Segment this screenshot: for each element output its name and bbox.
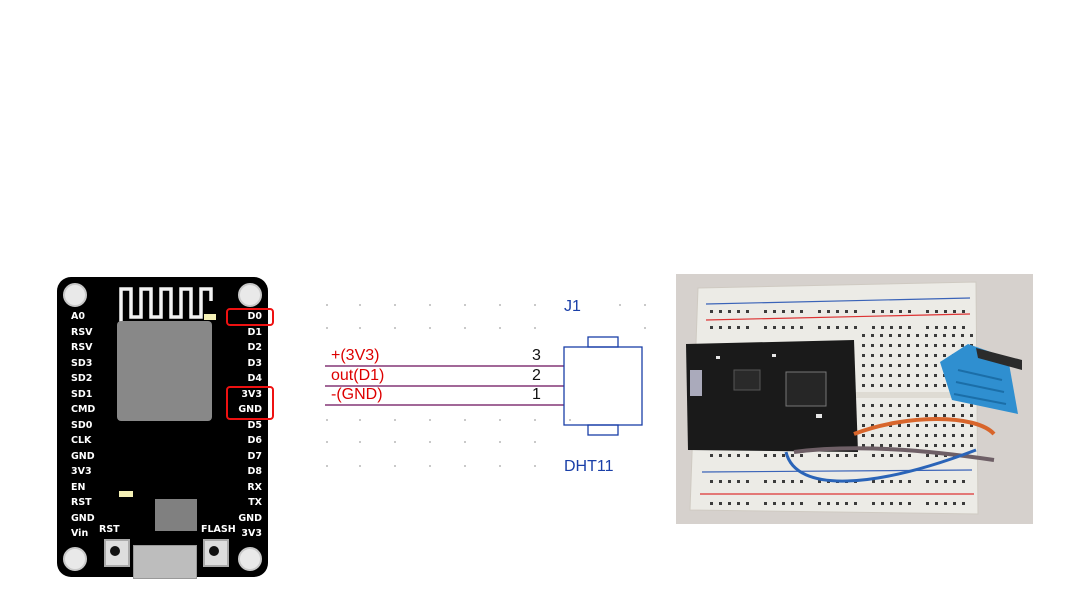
pin-highlight-3v3-gnd xyxy=(226,386,274,420)
pin-highlight-d0 xyxy=(226,308,274,326)
right-pin-label: D0 xyxy=(247,311,263,322)
right-pin-label: 3V3 xyxy=(241,388,262,400)
pin-number-2: 2 xyxy=(532,367,541,384)
dht11-tab-bottom xyxy=(587,424,619,436)
left-pin-label: SD0 xyxy=(71,419,93,431)
right-pin-label: D7 xyxy=(247,450,263,462)
left-pin-label: SD2 xyxy=(71,373,93,384)
left-pin-label: SD1 xyxy=(71,388,93,400)
dht11-tab-top xyxy=(587,336,619,348)
left-pin-label: RST xyxy=(71,497,92,508)
left-pin-label: CLK xyxy=(71,435,92,446)
right-pin-label: TX xyxy=(248,497,262,508)
left-pin-label: CMD xyxy=(71,404,96,415)
left-pin-label: 3V3 xyxy=(71,466,92,477)
right-pin-label: D8 xyxy=(247,466,263,477)
mounting-hole xyxy=(238,283,262,307)
left-pin-label: GND xyxy=(71,512,95,524)
breadboard-illustration xyxy=(676,274,1033,524)
right-pin-label: D4 xyxy=(247,373,263,384)
left-pin-label: A0 xyxy=(71,311,85,322)
wifi-antenna-icon xyxy=(119,287,213,327)
left-pin-label: Vin xyxy=(71,528,89,539)
mounting-hole xyxy=(238,547,262,571)
right-pin-label: GND xyxy=(238,512,262,524)
component-part: DHT11 xyxy=(564,458,614,475)
mounting-hole xyxy=(63,283,87,307)
flash-button-label: FLASH xyxy=(201,524,236,535)
right-pin-label: D2 xyxy=(247,342,263,353)
right-pin-label: D5 xyxy=(247,419,263,431)
right-pin-label: D3 xyxy=(247,357,263,369)
rst-button[interactable] xyxy=(104,539,130,567)
left-pin-label: RSV xyxy=(71,326,93,338)
breadboard-photo xyxy=(676,274,1033,524)
right-pin-label: 3V3 xyxy=(241,528,262,539)
pin-number-3: 3 xyxy=(532,347,541,364)
right-pin-label: GND xyxy=(238,404,262,415)
left-pin-label: EN xyxy=(71,481,86,493)
dht11-body xyxy=(563,346,643,426)
left-pin-label: SD3 xyxy=(71,357,93,369)
right-pin-label: D1 xyxy=(247,326,263,338)
status-led xyxy=(119,491,133,497)
pin-number-1: 1 xyxy=(532,386,541,403)
power-led xyxy=(204,314,216,320)
pin-label-out: out(D1) xyxy=(331,367,385,384)
pin-label-3v3: +(3V3) xyxy=(331,347,380,364)
flash-button[interactable] xyxy=(203,539,229,567)
schematic-canvas xyxy=(325,304,646,467)
usb-port xyxy=(133,545,197,579)
pin-label-gnd: -(GND) xyxy=(331,386,383,403)
usb-chip xyxy=(155,499,197,531)
left-pin-label: RSV xyxy=(71,342,93,353)
left-pin-label: GND xyxy=(71,450,95,462)
mounting-hole xyxy=(63,547,87,571)
esp8266-module xyxy=(117,321,212,421)
rst-button-label: RST xyxy=(99,524,120,535)
component-ref: J1 xyxy=(564,298,581,315)
right-pin-label: RX xyxy=(247,481,262,493)
right-pin-label: D6 xyxy=(247,435,263,446)
